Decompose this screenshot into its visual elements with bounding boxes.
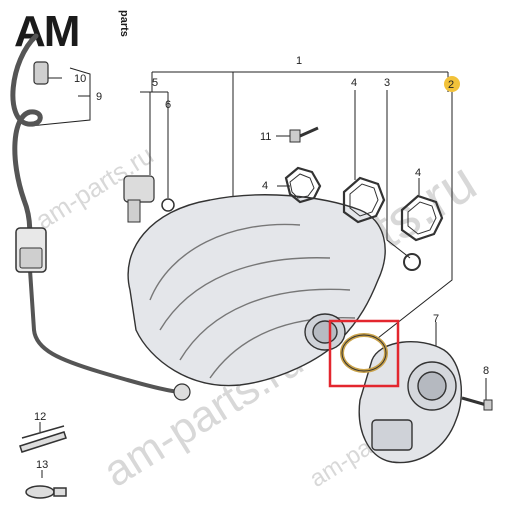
callout-4: 4 — [262, 180, 268, 192]
callout-badge-2 — [444, 76, 460, 92]
leader-lines — [29, 67, 487, 478]
throttle-body — [358, 341, 462, 464]
pressure-sensor — [123, 175, 155, 223]
callout-8: 8 — [483, 365, 489, 377]
vacuum-hose — [10, 33, 184, 394]
screw-8 — [461, 396, 493, 411]
callout-10: 10 — [74, 73, 86, 85]
callout-2: 2 — [448, 79, 454, 91]
gaskets — [284, 166, 444, 242]
hose-end-connector — [173, 383, 191, 401]
cable-tie-12 — [19, 425, 67, 453]
clamp-13 — [25, 485, 67, 499]
callout-6: 6 — [165, 99, 171, 111]
callout-3: 3 — [384, 77, 390, 89]
callout-13: 13 — [36, 459, 48, 471]
callout-5: 5 — [152, 77, 158, 89]
intake-manifold — [127, 194, 386, 387]
callout-9: 9 — [96, 91, 102, 103]
o-ring-3 — [403, 253, 421, 271]
highlighted-gasket — [328, 319, 400, 388]
callout-4: 4 — [415, 167, 421, 179]
o-ring-6 — [161, 198, 175, 212]
callout-7: 7 — [433, 313, 439, 325]
callout-1: 1 — [296, 55, 302, 67]
check-valve — [15, 227, 47, 273]
callout-11: 11 — [260, 131, 271, 143]
callout-labels: 1 2 3 4 4 4 5 6 7 8 9 10 11 12 13 — [34, 55, 489, 471]
callout-12: 12 — [34, 411, 46, 423]
highlight-box — [328, 319, 400, 388]
logo-parts-text: parts — [118, 10, 130, 37]
bolt-11 — [289, 126, 319, 143]
callout-4: 4 — [351, 77, 357, 89]
hose-clip — [33, 61, 49, 85]
